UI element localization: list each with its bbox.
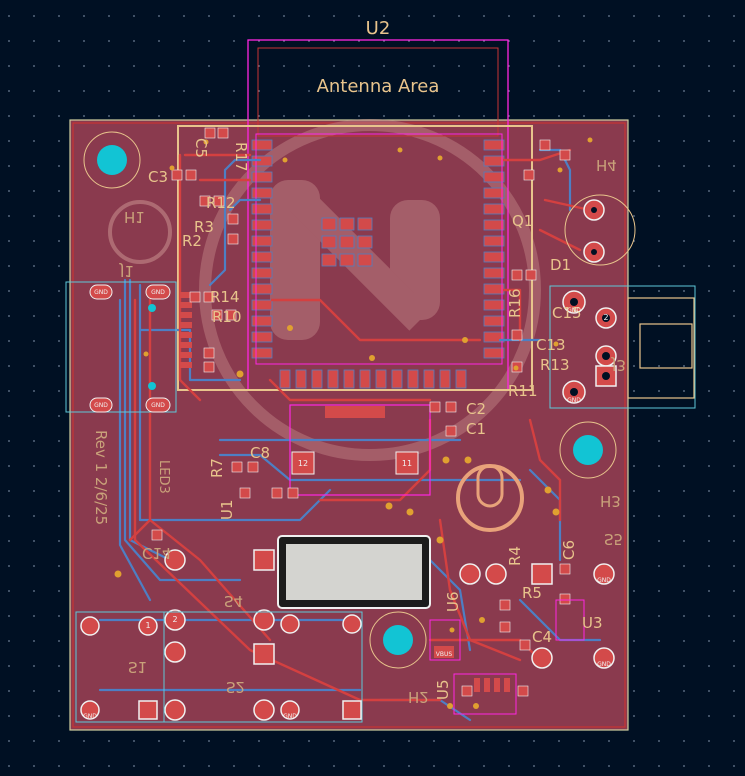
ref-r7: R7 bbox=[208, 458, 226, 478]
ref-c14: C14 bbox=[142, 544, 172, 562]
ref-c13: C13 bbox=[536, 336, 566, 354]
pin-gnd-6: GND bbox=[567, 397, 581, 404]
ref-r2: R2 bbox=[182, 232, 202, 250]
ref-r11: R11 bbox=[508, 382, 538, 400]
ref-led3: LED3 bbox=[156, 460, 171, 494]
ref-u3: U3 bbox=[582, 614, 603, 632]
pin-gnd-4: GND bbox=[151, 402, 165, 409]
ref-h4: H4 bbox=[596, 156, 617, 174]
ref-c5: C5 bbox=[192, 138, 210, 158]
ref-r16: R16 bbox=[506, 288, 524, 318]
ref-r13: R13 bbox=[540, 356, 570, 374]
ref-s5: S5 bbox=[604, 530, 623, 548]
pin-gnd-9: GND bbox=[597, 577, 611, 584]
pin-gnd-2: GND bbox=[151, 289, 165, 296]
pin-gnd-3: GND bbox=[94, 402, 108, 409]
ref-r4: R4 bbox=[506, 546, 524, 566]
module-u2-pads bbox=[251, 139, 505, 389]
ic-t1 bbox=[289, 404, 431, 496]
ref-r12: R12 bbox=[206, 194, 236, 212]
mounting-holes bbox=[83, 131, 617, 669]
module-ref-label: U2 bbox=[366, 18, 391, 39]
ref-r14: R14 bbox=[210, 288, 240, 306]
display-footprint bbox=[277, 535, 431, 609]
ref-r5: R5 bbox=[522, 584, 542, 602]
ref-q1: Q1 bbox=[512, 212, 533, 230]
back-silk-refs: H1 H2 H3 S1 S2 S4 S5 J3 C14 J1 H4 LED3 R… bbox=[92, 156, 626, 706]
antenna-area-label: Antenna Area bbox=[317, 76, 440, 97]
ref-u1: U1 bbox=[218, 499, 236, 520]
ref-u6: U6 bbox=[444, 591, 462, 612]
ref-h3: H3 bbox=[600, 492, 621, 510]
ref-j3: J3 bbox=[611, 356, 626, 374]
ref-c1: C1 bbox=[466, 420, 486, 438]
ground-pour-outline bbox=[72, 122, 626, 728]
ref-h1: H1 bbox=[124, 208, 145, 226]
usb-connector-j1 bbox=[65, 281, 192, 413]
led-d1 bbox=[564, 194, 636, 266]
pin-gnd-8: GND bbox=[283, 713, 297, 720]
pin-gnd-5: GND bbox=[567, 307, 581, 314]
pin-gnd-7: GND bbox=[83, 713, 97, 720]
ref-c4: C4 bbox=[532, 628, 552, 646]
module-u2-courtyard bbox=[255, 133, 503, 365]
buzzer-outline-left bbox=[108, 200, 172, 264]
ref-r10: R10 bbox=[212, 308, 242, 326]
buzzer-outline bbox=[456, 464, 524, 532]
module-thermal-pads bbox=[321, 217, 373, 267]
board-edge-cut bbox=[69, 119, 629, 731]
ref-c8: C8 bbox=[250, 444, 270, 462]
pin-t1-11: 11 bbox=[402, 459, 412, 468]
pin-labels: GND GND GND GND GND GND GND GND GND GND … bbox=[83, 289, 611, 720]
switch-s2 bbox=[163, 611, 363, 723]
pin-j3-2: 2 bbox=[603, 313, 608, 322]
front-silk-refs: C5 C3 R17 R12 R3 R2 R14 R10 R16 C13 R13 … bbox=[148, 138, 603, 700]
ref-h2: H2 bbox=[408, 688, 429, 706]
ref-r3: R3 bbox=[194, 218, 214, 236]
switch-s1 bbox=[75, 549, 275, 723]
ref-j1: J1 bbox=[119, 262, 134, 280]
pin-s1-1: 1 bbox=[145, 621, 150, 630]
pin-gnd-1: GND bbox=[94, 289, 108, 296]
ref-c6: C6 bbox=[560, 540, 578, 560]
ref-s2: S2 bbox=[226, 678, 245, 696]
pin-s1-2: 2 bbox=[172, 615, 177, 624]
antenna-keepout bbox=[177, 39, 533, 391]
ref-c15: C15 bbox=[552, 304, 582, 322]
pin-t1-12: 12 bbox=[298, 459, 308, 468]
vias bbox=[114, 137, 593, 709]
smd-passives bbox=[151, 127, 571, 697]
regulator-ics bbox=[429, 599, 585, 715]
ref-d1: D1 bbox=[550, 256, 571, 274]
ref-r17: R17 bbox=[232, 142, 250, 172]
ref-s4: S4 bbox=[224, 592, 243, 610]
pin-gnd-10: GND bbox=[597, 661, 611, 668]
jack-connector-j3 bbox=[549, 285, 696, 409]
ref-u5: U5 bbox=[434, 679, 452, 700]
ref-c3: C3 bbox=[148, 168, 168, 186]
ref-s1: S1 bbox=[128, 658, 147, 676]
revision-text: Rev 1 2/6/25 bbox=[92, 430, 110, 525]
switch-s4-s5 bbox=[459, 563, 615, 669]
ref-c2: C2 bbox=[466, 400, 486, 418]
pin-vbus: VBUS bbox=[436, 651, 453, 658]
